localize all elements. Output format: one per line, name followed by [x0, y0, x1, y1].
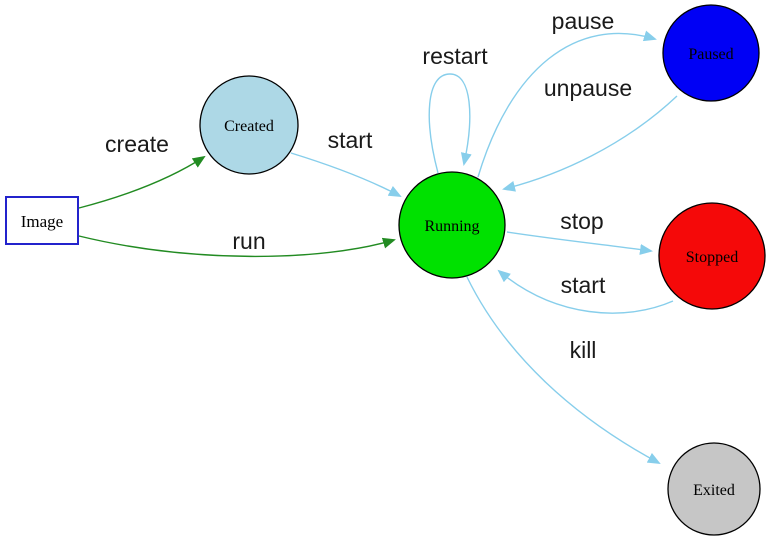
edge-label-create: create — [105, 131, 169, 157]
edge-label-kill: kill — [570, 337, 597, 363]
edge-start-created-running-arrow — [290, 152, 402, 197]
image-node-shape — [5, 196, 79, 245]
node-stopped: Stopped — [658, 202, 766, 310]
edge-label-start-created-running: start — [328, 127, 373, 153]
created-node-shape — [199, 75, 299, 175]
node-running: Running — [398, 171, 506, 279]
edge-label-run: run — [232, 228, 265, 254]
paused-node-shape — [662, 4, 760, 102]
edge-run-arrow — [78, 235, 396, 258]
edge-unpause-arrow — [502, 95, 678, 192]
exited-node-label: Exited — [693, 482, 735, 499]
edge-restart-selfloop-arrow — [428, 73, 472, 174]
node-created: Created — [199, 75, 299, 175]
exited-node-shape — [667, 442, 761, 536]
edge-label-restart: restart — [422, 43, 488, 69]
edge-label-stop: stop — [560, 208, 603, 234]
edge-label-pause: pause — [552, 8, 615, 34]
created-node-label: Created — [224, 118, 274, 135]
stopped-node-label: Stopped — [686, 249, 738, 266]
edge-stop-arrow — [506, 231, 653, 255]
image-node-label: Image — [21, 212, 63, 231]
stopped-node-shape — [658, 202, 766, 310]
edge-label-unpause: unpause — [544, 75, 632, 101]
node-image: Image — [5, 196, 79, 245]
edge-label-start-stopped-running: start — [561, 272, 606, 298]
paused-node-label: Paused — [688, 46, 733, 63]
edge-start-stopped-running-arrow — [497, 269, 674, 314]
nodes-layer: Image Created Running Paused Stopped Exi — [5, 4, 766, 536]
edges-layer — [78, 30, 678, 464]
edge-create-arrow — [78, 155, 206, 209]
node-exited: Exited — [667, 442, 761, 536]
edge-kill-arrow — [466, 276, 661, 464]
node-paused: Paused — [662, 4, 760, 102]
edge-labels-layer: create run start restart pause unpause s… — [105, 8, 632, 363]
running-node-label: Running — [424, 218, 479, 235]
edge-pause-arrow — [477, 30, 657, 178]
running-node-shape — [398, 171, 506, 279]
